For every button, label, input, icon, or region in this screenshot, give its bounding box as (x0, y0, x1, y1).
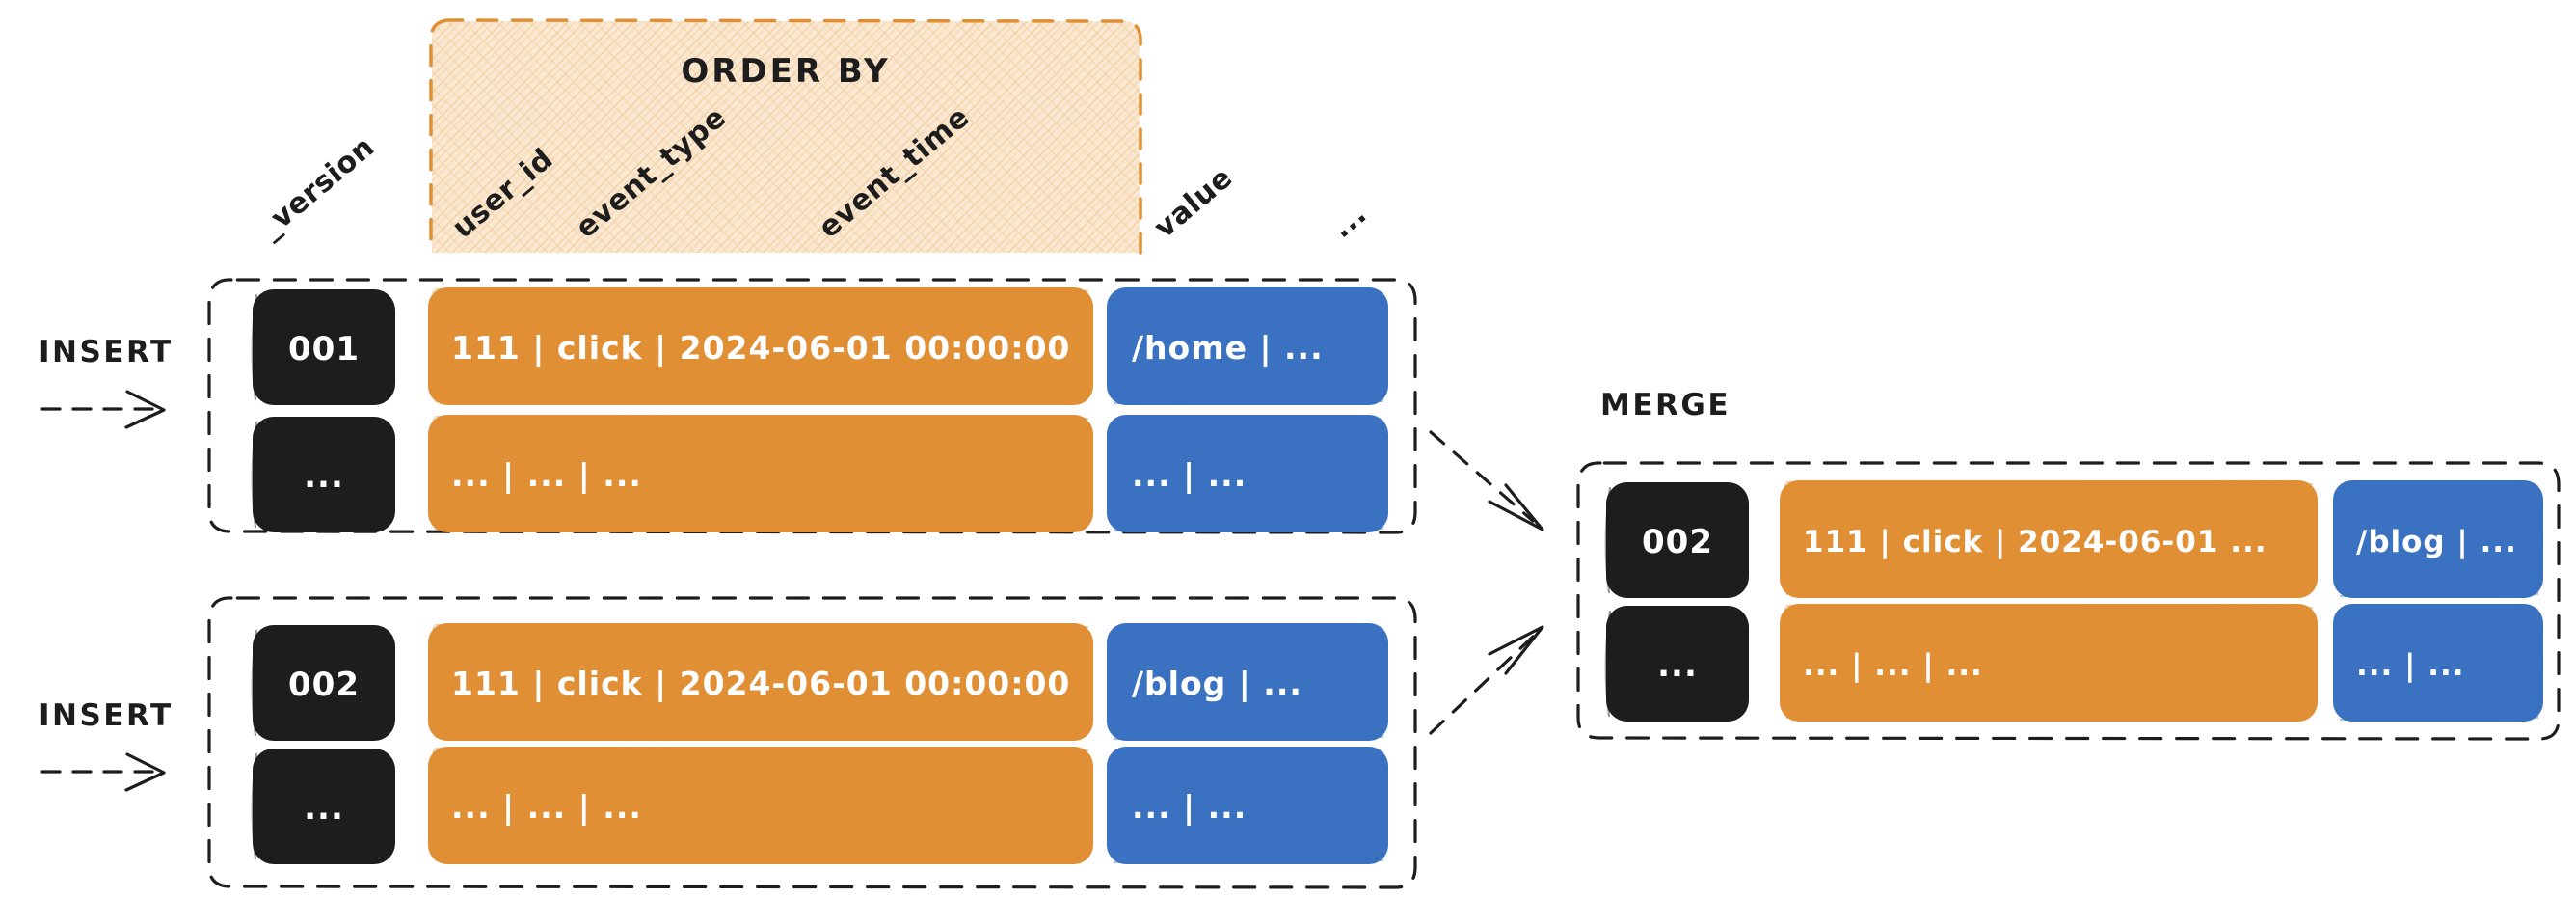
merged-row2-cells (1604, 604, 2543, 722)
version-column-label: _version (254, 130, 382, 245)
part1-row1-version: 001 (288, 330, 360, 368)
part1-row1-key: 111 | click | 2024-06-01 00:00:00 (451, 329, 1070, 367)
merged-row2-value: ... | ... (2356, 648, 2465, 683)
merge-arrow-from-part2 (1429, 625, 1544, 735)
merged-row2-version: ... (1657, 646, 1698, 685)
part2-row1-cells (251, 623, 1388, 741)
insert-part-1-outline (207, 278, 1417, 534)
part1-row2-value: ... | ... (1132, 456, 1247, 494)
merged-row1-version: 002 (1642, 523, 1713, 561)
insert-part-2-outline (207, 596, 1417, 889)
insert-arrow-2 (40, 752, 166, 792)
merged-row2-key: ... | ... | ... (1803, 648, 1983, 683)
part2-row2-value: ... | ... (1132, 788, 1247, 826)
insert-label-1: INSERT (39, 335, 174, 369)
part2-row1-version: 002 (288, 666, 360, 704)
part2-row2-key: ... | ... | ... (451, 788, 642, 826)
part1-row2-version: ... (304, 457, 344, 496)
part2-row1-key: 111 | click | 2024-06-01 00:00:00 (451, 665, 1070, 702)
merge-label: MERGE (1600, 388, 1731, 422)
part2-row2-version: ... (304, 789, 344, 828)
insert-label-2: INSERT (39, 698, 174, 733)
value-column-label: value (1148, 161, 1240, 245)
merged-row1-cells (1604, 480, 2543, 598)
order-by-label: ORDER BY (681, 52, 890, 91)
merge-arrow-from-part1 (1429, 430, 1544, 531)
user-id-column-label: user_id (446, 142, 560, 245)
part2-row1-value: /blog | ... (1132, 665, 1302, 702)
event-type-column-label: event_type (570, 100, 733, 245)
part1-row2-key: ... | ... | ... (451, 456, 642, 494)
part1-row2-cells (251, 415, 1388, 532)
part1-row1-value: /home | ... (1132, 329, 1324, 367)
merged-row1-value: /blog | ... (2356, 525, 2517, 559)
ellipsis-column-label: ... (1326, 197, 1374, 245)
insert-arrow-1 (40, 390, 166, 429)
order-by-region (429, 18, 1142, 255)
event-time-column-label: event_time (813, 100, 977, 245)
merged-part-outline (1576, 461, 2561, 741)
part1-row1-cells (251, 287, 1388, 405)
part2-row2-cells (251, 747, 1388, 864)
merged-row1-key: 111 | click | 2024-06-01 ... (1803, 525, 2267, 559)
